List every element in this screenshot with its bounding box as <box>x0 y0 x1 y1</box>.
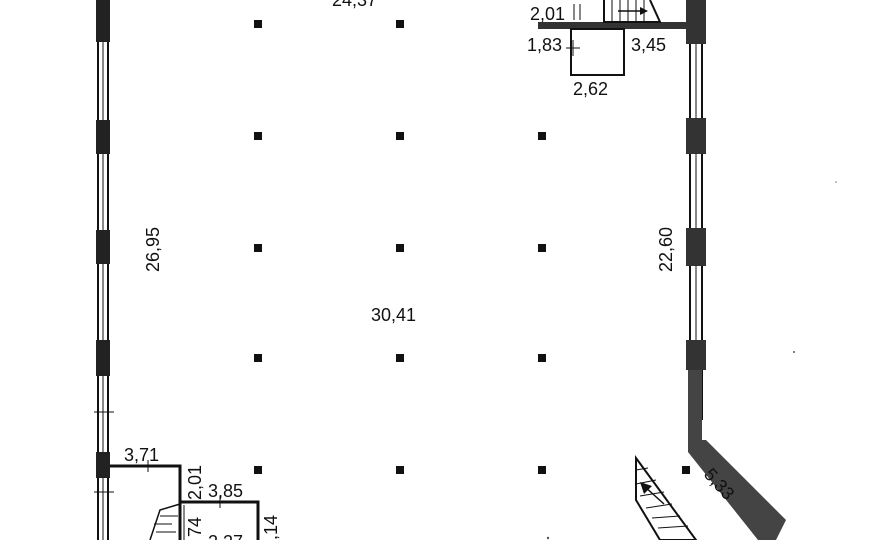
dim-lower-left-side: 2,01 <box>185 465 205 500</box>
column-marker <box>538 132 546 140</box>
dim-lower-partial-a: 74 <box>185 517 205 537</box>
dim-room-left: 1,83 <box>527 35 562 55</box>
right-exterior-wall <box>686 0 706 442</box>
stair-top <box>603 0 662 23</box>
column-marker <box>396 466 404 474</box>
column-marker <box>396 354 404 362</box>
dim-lower-partial-b: ,14 <box>261 515 281 540</box>
column-marker <box>396 132 404 140</box>
column-marker <box>538 354 546 362</box>
dim-hall-span: 30,41 <box>371 305 416 325</box>
dim-stair-top-width: 2,01 <box>530 4 565 24</box>
small-room-top <box>570 28 625 76</box>
column-marker <box>538 466 546 474</box>
column-marker <box>254 466 262 474</box>
stair-bottom <box>635 454 698 540</box>
dim-top-partial: 24,37 <box>332 0 377 10</box>
dim-lower-left-top: 3,71 <box>124 445 159 465</box>
column-marker <box>682 466 690 474</box>
dim-room-right: 3,45 <box>631 35 666 55</box>
dim-room-bottom: 2,62 <box>573 79 608 99</box>
dim-left-wall: 26,95 <box>143 227 163 272</box>
column-marker <box>396 244 404 252</box>
stray-dots <box>546 181 837 540</box>
top-partition-wall <box>538 22 690 29</box>
dim-lower-partial-c: 2,27 <box>208 532 243 540</box>
column-marker <box>254 132 262 140</box>
dim-lower-room-top: 3,85 <box>208 481 243 501</box>
column-marker <box>538 244 546 252</box>
dim-right-wall: 22,60 <box>656 227 676 272</box>
column-marker <box>254 20 262 28</box>
column-marker <box>396 20 404 28</box>
dimension-ticks <box>566 4 581 56</box>
structural-columns <box>254 20 690 474</box>
column-marker <box>254 354 262 362</box>
left-exterior-wall <box>94 0 114 540</box>
lower-left-rooms <box>110 460 260 540</box>
column-marker <box>254 244 262 252</box>
diagonal-wall <box>688 440 786 540</box>
